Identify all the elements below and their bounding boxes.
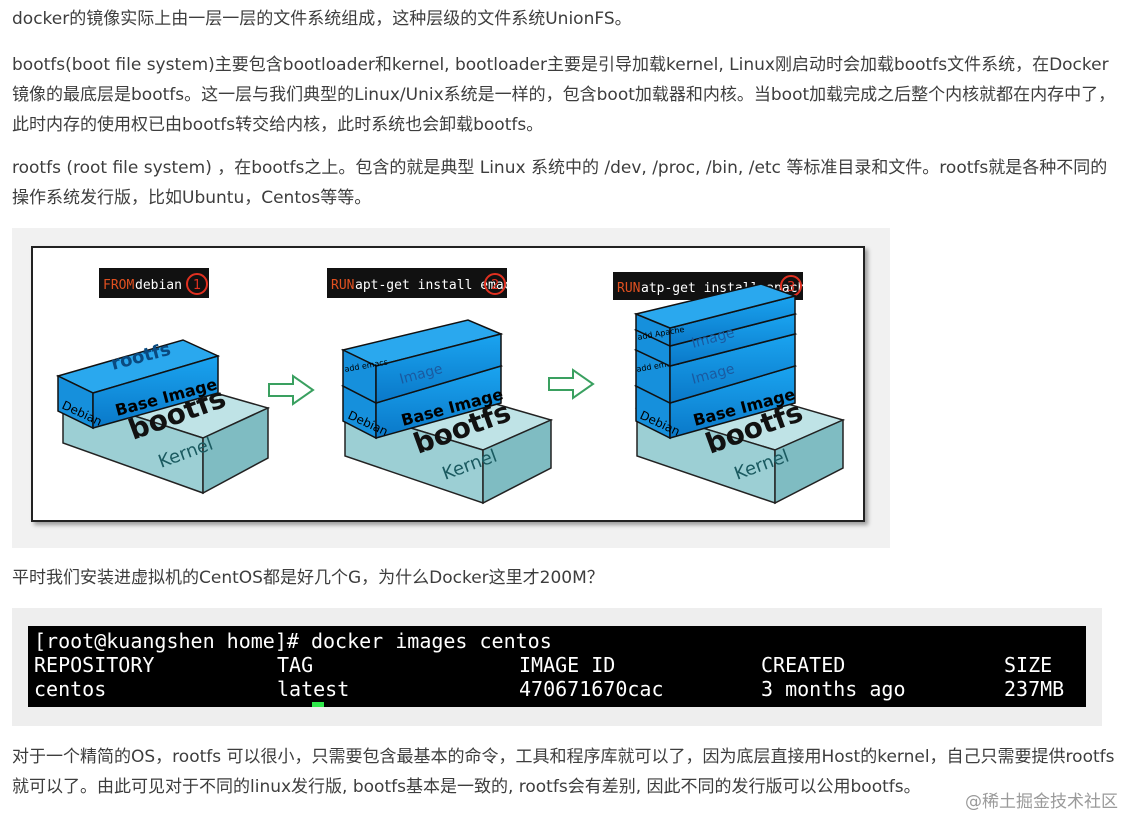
step1-command: debian <box>135 278 182 293</box>
step1-keyword: FROM <box>103 278 134 293</box>
question-paragraph: 平时我们安装进虚拟机的CentOS都是好几个G，为什么Docker这里才200M… <box>12 568 604 588</box>
header-image-id: IMAGE ID <box>519 653 616 677</box>
step2-keyword: RUN <box>331 278 354 293</box>
row-repository: centos <box>34 677 107 701</box>
conclusion-paragraph: 对于一个精简的OS，rootfs 可以很小，只需要包含最基本的命令，工具和程序库… <box>12 747 1115 797</box>
step2-command: apt-get install emacs <box>355 278 519 293</box>
row-size: 237MB <box>1004 677 1065 701</box>
figure-frame: FROM debian 1 RUN apt-get install emacs … <box>31 246 865 522</box>
row-created: 3 months ago <box>761 677 906 701</box>
stack-2: Kernel bootfs Debian Base Image add emac… <box>340 319 554 505</box>
bootfs-paragraph: bootfs(boot file system)主要包含bootloader和k… <box>12 55 1116 135</box>
docker-layers-figure: FROM debian 1 RUN apt-get install emacs … <box>12 228 890 548</box>
terminal: [root@kuangshen home]# docker images cen… <box>28 626 1086 707</box>
terminal-screenshot: [root@kuangshen home]# docker images cen… <box>12 608 1102 726</box>
watermark: @稀土掘金技术社区 <box>965 792 1118 812</box>
arrow-right-icon <box>548 368 595 400</box>
header-size: SIZE <box>1004 653 1053 677</box>
header-created: CREATED <box>761 653 846 677</box>
step1-number: 1 <box>193 278 201 293</box>
step2-number: 2 <box>491 278 499 293</box>
step3-number: 3 <box>787 280 795 295</box>
row-tag: latest <box>277 677 350 701</box>
rootfs-paragraph: rootfs (root file system) ，在bootfs之上。包含的… <box>12 158 1108 208</box>
terminal-prompt: [root@kuangshen home]# docker images cen… <box>34 629 552 653</box>
stack-1: Kernel bootfs Debian Base Image rootfs <box>55 339 271 495</box>
step2-label: RUN apt-get install emacs 2 <box>327 268 519 298</box>
step1-label: FROM debian 1 <box>99 268 209 298</box>
terminal-cursor <box>312 702 324 707</box>
row-image-id: 470671670cac <box>519 677 664 701</box>
intro-paragraph: docker的镜像实际上由一层一层的文件系统组成，这种层级的文件系统UnionF… <box>12 9 632 29</box>
layers-diagram: FROM debian 1 RUN apt-get install emacs … <box>55 268 846 505</box>
stack-3: Kernel bootfs Debian Base Image add emac… <box>633 283 846 505</box>
header-tag: TAG <box>277 653 314 677</box>
header-repository: REPOSITORY <box>34 653 155 677</box>
arrow-right-icon <box>268 374 315 406</box>
step3-keyword: RUN <box>617 281 640 296</box>
